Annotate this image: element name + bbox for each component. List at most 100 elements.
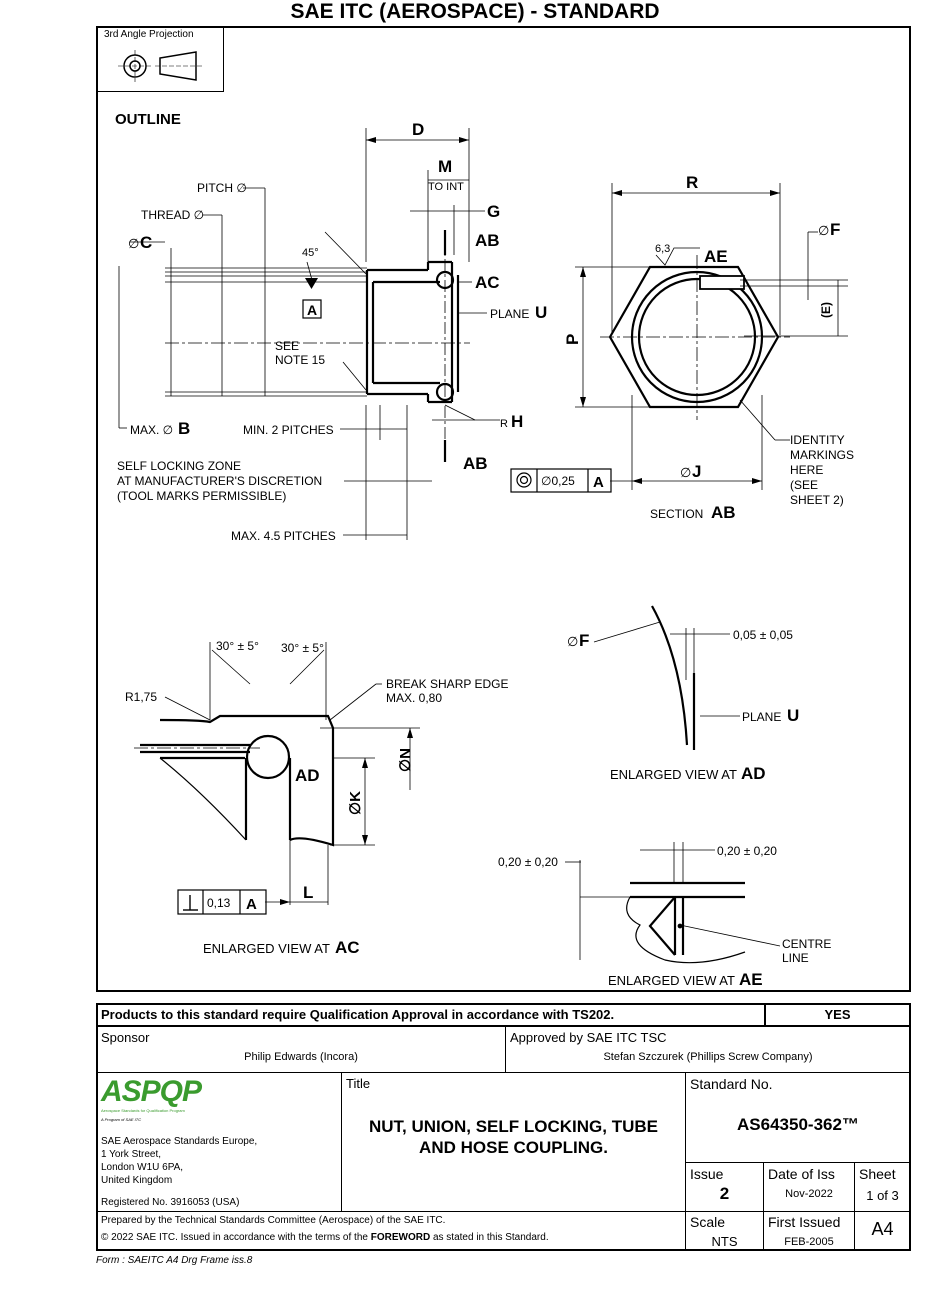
scale-label: Scale xyxy=(690,1214,726,1230)
centre-line-1: CENTRE xyxy=(782,937,831,951)
identity-5: SHEET 2) xyxy=(790,493,844,507)
dim-f-ad: F xyxy=(579,631,589,650)
note-15: NOTE 15 xyxy=(275,353,325,367)
identity-3: HERE xyxy=(790,463,823,477)
org-line-3: London W1U 6PA, xyxy=(101,1162,184,1173)
standard-no-value: AS64350-362™ xyxy=(737,1115,859,1134)
scale-value: NTS xyxy=(711,1234,738,1249)
copyright-post: as stated in this Standard. xyxy=(432,1232,549,1243)
max-b-prefix: MAX. ∅ xyxy=(130,423,173,437)
copyright-line: © 2022 SAE ITC. Issued in accordance wit… xyxy=(101,1232,549,1243)
view-ad-caption-bold: AD xyxy=(741,764,766,783)
concentricity-value: ∅0,25 xyxy=(541,474,575,488)
org-line-4: United Kingdom xyxy=(101,1175,173,1186)
centre-line-2: LINE xyxy=(782,951,809,965)
break-edge-2: MAX. 0,80 xyxy=(386,691,442,705)
registered-no: Registered No. 3916053 (USA) xyxy=(101,1197,240,1208)
view-ae-caption-bold: AE xyxy=(739,970,763,989)
qualification-text: Products to this standard require Qualif… xyxy=(101,1007,615,1022)
section-ab-bottom: AB xyxy=(463,454,488,473)
break-edge-1: BREAK SHARP EDGE xyxy=(386,677,508,691)
dim-b: B xyxy=(178,419,190,438)
prepared-box xyxy=(96,1211,686,1251)
aspqp-logo: ASPQP xyxy=(101,1075,202,1108)
thread-dia-label: THREAD ∅ xyxy=(141,208,204,222)
sheet-label: Sheet xyxy=(859,1166,896,1182)
section-ab-view: R ∅ F 6,3 AE (E) P IDENTITY MARKINGS HER… xyxy=(510,173,854,522)
angle-1: 30° ± 5° xyxy=(216,639,259,653)
page-title: SAE ITC (AEROSPACE) - STANDARD xyxy=(290,0,660,23)
identity-1: IDENTITY xyxy=(790,433,845,447)
enlarged-view-ae: 0,20 ± 0,20 0,20 ± 0,20 CENTRE LINE ENLA… xyxy=(498,842,831,989)
dim-d: D xyxy=(412,120,424,139)
dim-c-prefix: ∅ xyxy=(128,236,139,251)
enlarged-view-ac: 30° ± 5° 30° ± 5° R1,75 BREAK SHARP EDGE… xyxy=(125,639,508,957)
perp-value: 0,13 xyxy=(207,896,231,910)
date-value: Nov-2022 xyxy=(785,1188,833,1200)
concentricity-datum: A xyxy=(593,474,604,491)
plane-ad: PLANE xyxy=(742,710,781,724)
copyright-foreword: FOREWORD xyxy=(370,1232,431,1243)
see-label: SEE xyxy=(275,339,299,353)
tol-ad: 0,05 ± 0,05 xyxy=(733,628,793,642)
plane-u: U xyxy=(535,303,547,322)
drawing-frame xyxy=(96,26,911,992)
dim-k: ∅K xyxy=(347,791,364,815)
f-prefix: ∅ xyxy=(818,223,829,238)
view-ac-caption-bold: AC xyxy=(335,938,360,957)
paper-size: A4 xyxy=(871,1219,894,1239)
view-ad-caption: ENLARGED VIEW AT xyxy=(610,767,737,782)
standard-no-label: Standard No. xyxy=(690,1076,773,1092)
projection-box xyxy=(96,26,224,92)
radius-175: R1,75 xyxy=(125,690,157,704)
org-line-1: SAE Aerospace Standards Europe, xyxy=(101,1136,258,1147)
j-prefix: ∅ xyxy=(680,465,691,480)
datum-a: A xyxy=(307,302,317,318)
section-caption-bold: AB xyxy=(711,503,736,522)
date-label: Date of Iss xyxy=(768,1166,835,1182)
section-ab-top: AB xyxy=(475,231,500,250)
projection-symbol-icon xyxy=(118,50,202,82)
section-caption: SECTION xyxy=(650,507,703,521)
approved-name: Stefan Szczurek (Phillips Screw Company) xyxy=(603,1051,813,1063)
view-ae-caption: ENLARGED VIEW AT xyxy=(608,973,735,988)
plane-label: PLANE xyxy=(490,307,529,321)
angle-2: 30° ± 5° xyxy=(281,641,324,655)
pitch-dia-label: PITCH ∅ xyxy=(197,181,247,195)
copyright-pre: © 2022 SAE ITC. Issued in accordance wit… xyxy=(101,1232,368,1243)
tol-ae-right: 0,20 ± 0,20 xyxy=(717,844,777,858)
dim-e: (E) xyxy=(819,302,833,318)
dim-f: F xyxy=(830,220,840,239)
zone-line-1: SELF LOCKING ZONE xyxy=(117,459,241,473)
dim-c: C xyxy=(140,233,152,252)
qualification-value-box xyxy=(764,1003,911,1027)
identity-2: MARKINGS xyxy=(790,448,854,462)
dim-l: L xyxy=(303,883,313,902)
form-footer: Form : SAEITC A4 Drg Frame iss.8 xyxy=(96,1255,253,1266)
approved-label: Approved by SAE ITC TSC xyxy=(510,1030,667,1045)
dim-p: P xyxy=(563,334,582,345)
issue-value: 2 xyxy=(719,1184,730,1203)
sponsor-box xyxy=(96,1025,506,1073)
dim-to-int: TO INT xyxy=(428,181,464,193)
nut-outline-view: D M TO INT G AB AC PLANE U PITCH ∅ THREA… xyxy=(117,120,547,543)
perp-datum: A xyxy=(246,896,257,913)
enlarged-view-ad: ∅ F 0,05 ± 0,05 PLANE U ENLARGED VIEW AT… xyxy=(567,605,799,783)
radius-r: R xyxy=(500,418,508,430)
dim-h: H xyxy=(511,412,523,431)
identity-4: (SEE xyxy=(790,478,818,492)
view-ac-caption: ENLARGED VIEW AT xyxy=(203,941,330,956)
dim-g: G xyxy=(487,202,500,221)
dim-j: J xyxy=(692,462,701,481)
roughness: 6,3 xyxy=(655,243,670,255)
issue-label: Issue xyxy=(690,1166,724,1182)
zone-line-2: AT MANUFACTURER'S DISCRETION xyxy=(117,474,322,488)
zone-line-3: (TOOL MARKS PERMISSIBLE) xyxy=(117,489,286,503)
title-line-2: AND HOSE COUPLING. xyxy=(419,1138,608,1157)
dim-r: R xyxy=(686,173,698,192)
title-label: Title xyxy=(346,1076,371,1091)
prepared-text: Prepared by the Technical Standards Comm… xyxy=(101,1215,446,1226)
min-pitches: MIN. 2 PITCHES xyxy=(243,423,334,437)
first-issued-value: FEB-2005 xyxy=(784,1236,834,1248)
